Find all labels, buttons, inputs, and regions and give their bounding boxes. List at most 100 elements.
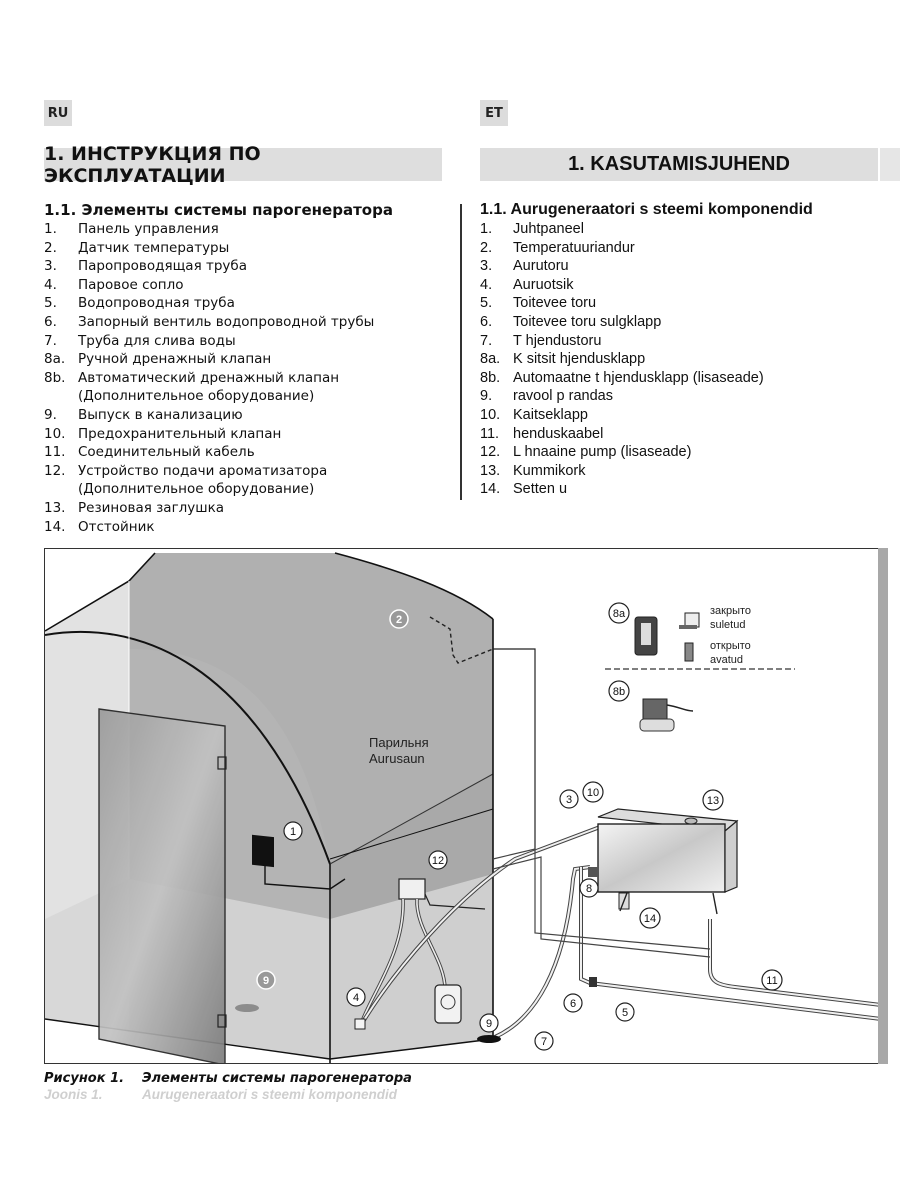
item-text: Труба для слива воды [78,332,236,349]
valve-open-label-et: avatud [710,654,743,666]
item-text: Панель управления [78,221,219,237]
callout-3: 3 [559,789,579,809]
callout-11: 11 [761,969,783,991]
item-number: 3. [44,258,57,275]
list-item: 8b.Automaatne t hjendusklapp (lisaseade) [480,369,813,388]
list-item: 14.Setten u [480,480,813,499]
header-et: 1. KASUTAMISJUHEND [480,148,878,181]
list-item: 6.Toitevee toru sulgklapp [480,313,813,332]
column-divider [460,204,462,500]
caption-text-ru: Элементы системы парогенератора [142,1071,412,1086]
glass-door [98,708,227,1063]
callout-4: 4 [346,987,366,1007]
item-number: 10. [480,406,501,423]
aroma-pump [361,878,486,1024]
item-text: Соединительный кабель [78,444,255,461]
callout-6: 6 [563,993,583,1013]
list-item: 9. ravool p randas [480,387,813,406]
diagram-svg: Парильня Aurusaun [45,552,879,1063]
item-number: 8a. [480,351,501,368]
item-number: 2. [44,239,57,256]
item-text: Setten u [513,481,568,498]
figure-caption-et: Joonis 1.Aurugeneraatori s steemi kompon… [44,1087,397,1103]
svg-text:8: 8 [586,883,592,895]
item-number: 8a. [44,351,66,368]
item-text: Temperatuuriandur [513,239,635,256]
solenoid-valve [642,698,668,720]
svg-text:10: 10 [587,787,599,799]
language-badge-et: ET [480,100,508,126]
room-label-et: Aurusaun [369,751,425,766]
steam-generator [588,808,739,915]
control-panel [252,834,274,868]
item-number: 7. [480,332,493,349]
list-item: 11.Соединительный кабель [44,443,393,462]
item-subtext: (Дополнительное оборудование) [78,481,315,498]
item-number: 4. [480,276,493,293]
item-number: 3. [480,258,493,275]
item-number: 1. [480,221,493,237]
list-item: 12.L hnaaine pump (lisaseade) [480,443,813,462]
callout-9-floor: 9 [256,970,276,990]
list-item: 6.Запорный вентиль водопроводной трубы [44,313,393,332]
floor-drain [235,1004,259,1012]
item-number: 13. [44,499,66,516]
list-item: 13. Резиновая заглушка [44,499,393,518]
list-item: 7.Труба для слива воды [44,332,393,351]
svg-text:6: 6 [570,998,576,1010]
callout-8b: 8b [608,680,630,702]
door-hinge [217,1014,227,1028]
svg-text:9: 9 [263,975,269,987]
item-text: Запорный вентиль водопроводной трубы [78,313,375,330]
item-text: Устройство подачи ароматизатора [78,462,328,479]
list-item: 12. Устройство подачи ароматизатора [44,462,393,481]
item-text: Водопроводная труба [78,295,235,312]
list-item: 10. Kaitseklapp [480,406,813,425]
svg-text:7: 7 [541,1036,547,1048]
sensor-cable [429,616,494,664]
callout-9: 9 [479,1013,499,1033]
door-hinge [217,756,227,770]
item-text: Toitevee toru [513,295,597,312]
item-text: Kaitseklapp [513,406,588,423]
callouts: 2 1 9 12 4 9 7 6 5 11 8 14 3 10 13 8a 8b [256,602,783,1051]
page-edge-bar [878,548,888,1064]
valve-open-label-ru: открыто [710,640,751,652]
callout-13: 13 [702,789,724,811]
item-text: ravool p randas [513,388,613,405]
list-item: 4.Auruotsik [480,276,813,295]
list-item: 8b.Автоматический дренажный клапан [44,369,393,388]
item-number: 9. [44,406,57,423]
list-item: 4.Паровое сопло [44,276,393,295]
roof [129,553,493,909]
list-item: 5.Toitevee toru [480,294,813,313]
item-text: Ручной дренажный клапан [78,351,272,368]
item-text: Отстойник [78,518,155,535]
item-number: 6. [480,313,493,330]
item-text: Резиновая заглушка [78,499,225,516]
callout-5: 5 [615,1002,635,1022]
figure-caption-ru: Рисунок 1.Элементы системы парогенератор… [44,1071,412,1087]
list-item: 10.Предохранительный клапан [44,425,393,444]
callout-12: 12 [428,850,448,870]
callout-8a: 8a [608,602,630,624]
item-number: 14. [44,518,66,535]
caption-text-et: Aurugeneraatori s steemi komponendid [142,1087,398,1102]
list-item: 3.Паропроводящая труба [44,257,393,276]
svg-text:14: 14 [644,913,656,925]
list-item: 2.Датчик температуры [44,239,393,258]
item-number: 12. [44,462,66,479]
valve-open-icon [684,642,694,662]
rubber-cap [684,817,698,825]
item-text: Automaatne t hjendusklapp (lisaseade) [513,369,764,386]
item-text: T hjendustoru [513,332,602,349]
svg-text:8a: 8a [613,608,626,620]
item-subtext: (Дополнительное оборудование) [78,388,315,405]
item-text: K sitsit hjendusklapp [513,351,646,368]
component-list-et: 1.1. Aurugeneraatori s steemi komponendi… [480,200,813,499]
list-item: 2.Temperatuuriandur [480,239,813,258]
list-item: 1.Панель управления [44,220,393,239]
svg-text:11: 11 [766,975,777,987]
item-number: 9. [480,388,493,405]
